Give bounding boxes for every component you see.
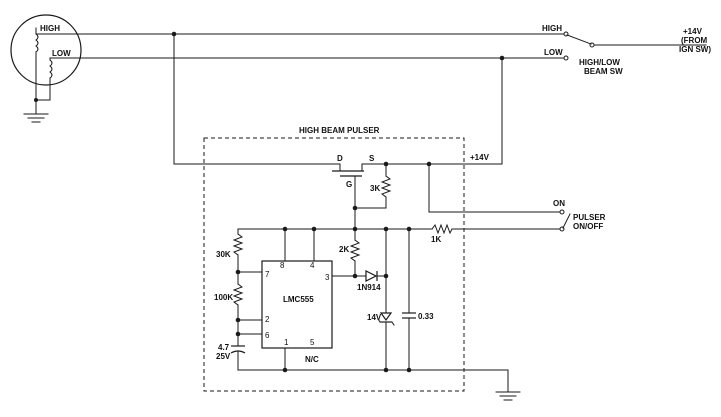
diode-label: 1N914 <box>357 283 381 292</box>
supply-label-1: +14V <box>683 27 703 36</box>
mosfet <box>332 163 364 209</box>
pin-5-label: 5 <box>310 338 315 347</box>
lmc555-chip <box>261 260 333 349</box>
capacitor-47-label-2: 25V <box>216 352 231 361</box>
resistor-30k-label: 30K <box>216 250 231 259</box>
pin-3-label: 3 <box>325 273 330 282</box>
pin-5-nc-label: N/C <box>305 355 319 364</box>
high-low-beam-switch <box>563 31 707 61</box>
resistor-30k <box>232 233 244 256</box>
headlamp: HIGH LOW <box>10 14 82 123</box>
pulser-switch-label-1: PULSER <box>573 213 606 222</box>
resistor-1k-label: 1K <box>431 235 441 244</box>
resistor-3k <box>380 175 392 198</box>
pin-8-label: 8 <box>280 261 285 270</box>
lamp-low-label: LOW <box>52 49 71 58</box>
high-filament-coil <box>35 33 39 53</box>
capacitor-033-label: 0.33 <box>418 312 434 321</box>
capacitor-47-label-1: 4.7 <box>218 343 230 352</box>
mosfet-d-label: D <box>337 154 343 163</box>
mosfet-s-label: S <box>369 154 375 163</box>
beam-switch-label-1: HIGH/LOW <box>579 58 620 67</box>
lmc555-label: LMC555 <box>283 295 314 304</box>
resistor-3k-label: 3K <box>370 184 380 193</box>
pin-2-label: 2 <box>265 315 270 324</box>
diode-1n914 <box>365 270 378 282</box>
beam-switch-label-2: BEAM SW <box>584 67 623 76</box>
pin-7-label: 7 <box>265 270 270 279</box>
mosfet-g-label: G <box>346 180 352 189</box>
lamp-housing <box>10 14 82 86</box>
pin-4-label: 4 <box>310 261 315 270</box>
lamp-high-label: HIGH <box>40 24 60 33</box>
resistor-2k <box>349 239 361 262</box>
pulser-boundary <box>203 137 465 392</box>
pulser-on-label: ON <box>553 199 565 208</box>
switch-low-label: LOW <box>544 48 563 57</box>
supply-label-3: IGN SW) <box>679 45 711 54</box>
pulser-on-off-switch <box>562 213 571 229</box>
pin-6-label: 6 <box>265 331 270 340</box>
resistor-1k <box>431 223 453 235</box>
pulser-switch-label-2: ON/OFF <box>573 222 603 231</box>
resistor-100k <box>232 283 244 306</box>
rail-14v-label: +14V <box>470 153 490 162</box>
resistor-2k-label: 2K <box>339 245 349 254</box>
supply-label-2: (FROM <box>681 36 708 45</box>
switch-high-label: HIGH <box>542 24 562 33</box>
zener-14v <box>379 312 393 322</box>
low-filament-coil <box>49 59 53 79</box>
zener-label: 14V <box>367 313 382 322</box>
pulser-title: HIGH BEAM PULSER <box>299 126 380 135</box>
pin-1-label: 1 <box>284 338 289 347</box>
resistor-100k-label: 100K <box>214 293 233 302</box>
